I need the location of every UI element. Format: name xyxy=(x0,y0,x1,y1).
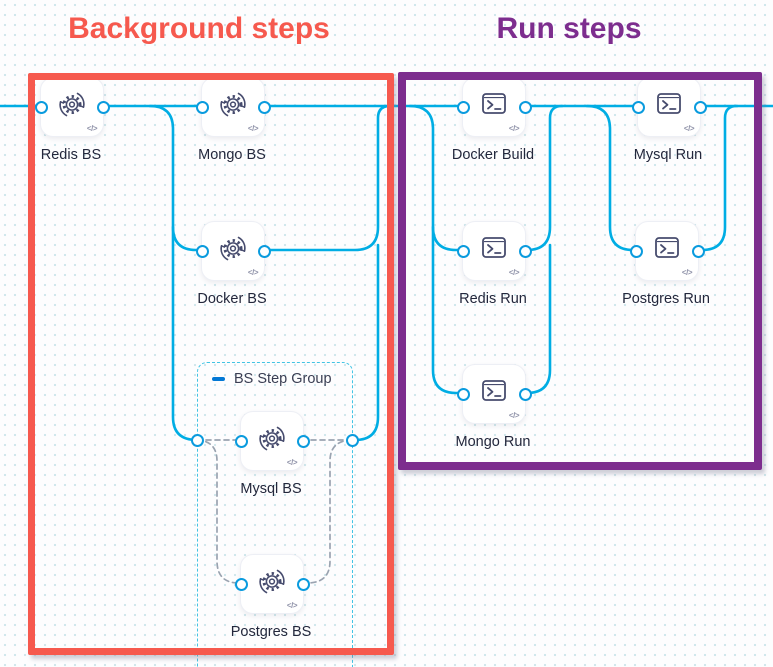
step-node-mysql-bs[interactable]: </> Mysql BS xyxy=(234,411,310,497)
step-label: Redis BS xyxy=(40,147,102,163)
step-node-docker-build[interactable]: </> Docker Build xyxy=(452,77,534,163)
code-badge: </> xyxy=(508,268,520,277)
sync-gear-icon xyxy=(59,92,85,117)
step-node-mongo-bs[interactable]: </> Mongo BS xyxy=(195,77,271,163)
step-card[interactable]: </> xyxy=(234,411,310,471)
step-label: Mongo Run xyxy=(455,434,531,450)
sync-gear-icon xyxy=(259,426,285,451)
step-label: Postgres Run xyxy=(622,291,710,307)
step-node-docker-bs[interactable]: </> Docker BS xyxy=(195,221,271,307)
output-port xyxy=(96,100,110,114)
step-card[interactable]: </> xyxy=(34,77,110,137)
bs-step-group-header[interactable]: BS Step Group xyxy=(212,371,332,387)
step-card[interactable]: </> xyxy=(195,77,271,137)
input-port xyxy=(234,434,248,448)
code-badge: </> xyxy=(286,458,298,467)
output-port xyxy=(257,244,271,258)
code-badge: </> xyxy=(247,268,259,277)
output-port xyxy=(518,387,532,401)
input-port xyxy=(456,100,470,114)
input-port xyxy=(629,244,643,258)
step-label: Postgres BS xyxy=(230,624,312,640)
bs-step-group-label: BS Step Group xyxy=(234,371,332,387)
sync-gear-icon xyxy=(220,92,246,117)
wire-group-merge xyxy=(350,243,380,442)
input-port xyxy=(34,100,48,114)
output-port xyxy=(296,577,310,591)
wire-postgresrun-merge xyxy=(695,104,739,252)
output-port xyxy=(296,434,310,448)
terminal-icon xyxy=(657,93,681,114)
step-card[interactable]: </> xyxy=(629,221,705,281)
wire-redisrun-merge xyxy=(522,104,564,252)
step-node-redis-bs[interactable]: </> Redis BS xyxy=(34,77,110,163)
step-label: Mysql BS xyxy=(240,481,302,497)
wire-branch-postgresrun xyxy=(585,104,637,252)
step-node-mysql-run[interactable]: </> Mysql Run xyxy=(631,77,707,163)
code-badge: </> xyxy=(86,124,98,133)
input-port xyxy=(456,244,470,258)
wire-split-run xyxy=(408,104,464,395)
dashed-wire-postgresbs-merge xyxy=(301,439,352,584)
wire-dockerbs-merge xyxy=(261,104,392,252)
sync-gear-icon xyxy=(259,569,285,594)
code-badge: </> xyxy=(286,601,298,610)
code-badge: </> xyxy=(508,124,520,133)
code-badge: </> xyxy=(681,268,693,277)
output-port xyxy=(518,244,532,258)
terminal-icon xyxy=(482,93,506,114)
step-label: Docker Build xyxy=(451,147,535,163)
code-badge: </> xyxy=(683,124,695,133)
step-label: Docker BS xyxy=(197,291,267,307)
step-label: Redis Run xyxy=(459,291,527,307)
output-port xyxy=(693,100,707,114)
sync-gear-icon xyxy=(220,236,246,261)
output-port xyxy=(691,244,705,258)
step-label: Mysql Run xyxy=(633,147,703,163)
step-node-redis-run[interactable]: </> Redis Run xyxy=(456,221,532,307)
output-port xyxy=(257,100,271,114)
step-card[interactable]: </> xyxy=(456,221,532,281)
code-badge: </> xyxy=(508,411,520,420)
terminal-icon xyxy=(482,237,506,258)
group-input-port xyxy=(190,433,204,447)
background-steps-title: Background steps xyxy=(68,12,330,45)
code-badge: </> xyxy=(247,124,259,133)
input-port xyxy=(631,100,645,114)
wire-branch-redisrun xyxy=(431,225,464,252)
step-node-mongo-run[interactable]: </> Mongo Run xyxy=(456,364,532,450)
output-port xyxy=(518,100,532,114)
step-card[interactable]: </> xyxy=(234,554,310,614)
step-card[interactable]: </> xyxy=(631,77,707,137)
collapse-minus-icon[interactable] xyxy=(212,377,225,381)
input-port xyxy=(195,244,209,258)
input-port xyxy=(234,577,248,591)
dashed-wire-branch-postgresbs xyxy=(196,439,240,584)
wire-mongorun-merge xyxy=(522,243,552,395)
terminal-icon xyxy=(655,237,679,258)
wire-split-bg xyxy=(148,104,199,442)
input-port xyxy=(195,100,209,114)
step-label: Mongo BS xyxy=(198,147,266,163)
terminal-icon xyxy=(482,380,506,401)
input-port xyxy=(456,387,470,401)
run-steps-title: Run steps xyxy=(496,12,642,45)
step-node-postgres-run[interactable]: </> Postgres Run xyxy=(622,221,710,307)
step-card[interactable]: </> xyxy=(195,221,271,281)
bs-step-group-container[interactable] xyxy=(197,362,353,667)
step-card[interactable]: </> xyxy=(456,77,532,137)
step-card[interactable]: </> xyxy=(456,364,532,424)
group-output-port xyxy=(345,433,359,447)
step-node-postgres-bs[interactable]: </> Postgres BS xyxy=(231,554,311,640)
